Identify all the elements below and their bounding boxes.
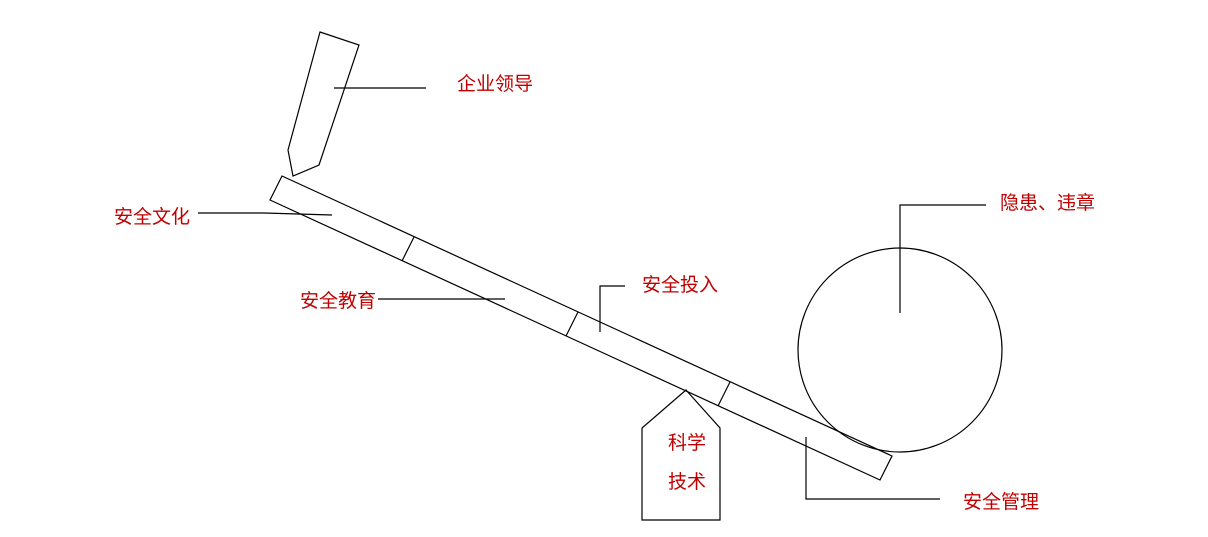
label-safety-education: 安全教育 bbox=[300, 290, 377, 312]
fulcrum-science-tech bbox=[641, 389, 721, 521]
label-science: 科学 bbox=[668, 432, 707, 454]
label-leadership: 企业领导 bbox=[457, 73, 534, 95]
plank-divider-2 bbox=[565, 311, 579, 337]
label-technology: 技术 bbox=[668, 471, 707, 493]
leader-line-culture bbox=[198, 212, 333, 216]
leader-line-management bbox=[805, 437, 940, 500]
leader-line-hazards bbox=[899, 204, 986, 313]
label-hazards-violations: 隐患、违章 bbox=[1000, 192, 1096, 214]
label-safety-management: 安全管理 bbox=[963, 491, 1040, 513]
seesaw-plank bbox=[269, 175, 893, 481]
label-safety-culture: 安全文化 bbox=[114, 206, 191, 228]
label-safety-investment: 安全投入 bbox=[642, 274, 719, 296]
leadership-pencil bbox=[287, 31, 360, 177]
plank-divider-1 bbox=[401, 236, 415, 262]
plank-divider-3 bbox=[717, 381, 731, 407]
leader-line-investment bbox=[599, 285, 625, 332]
